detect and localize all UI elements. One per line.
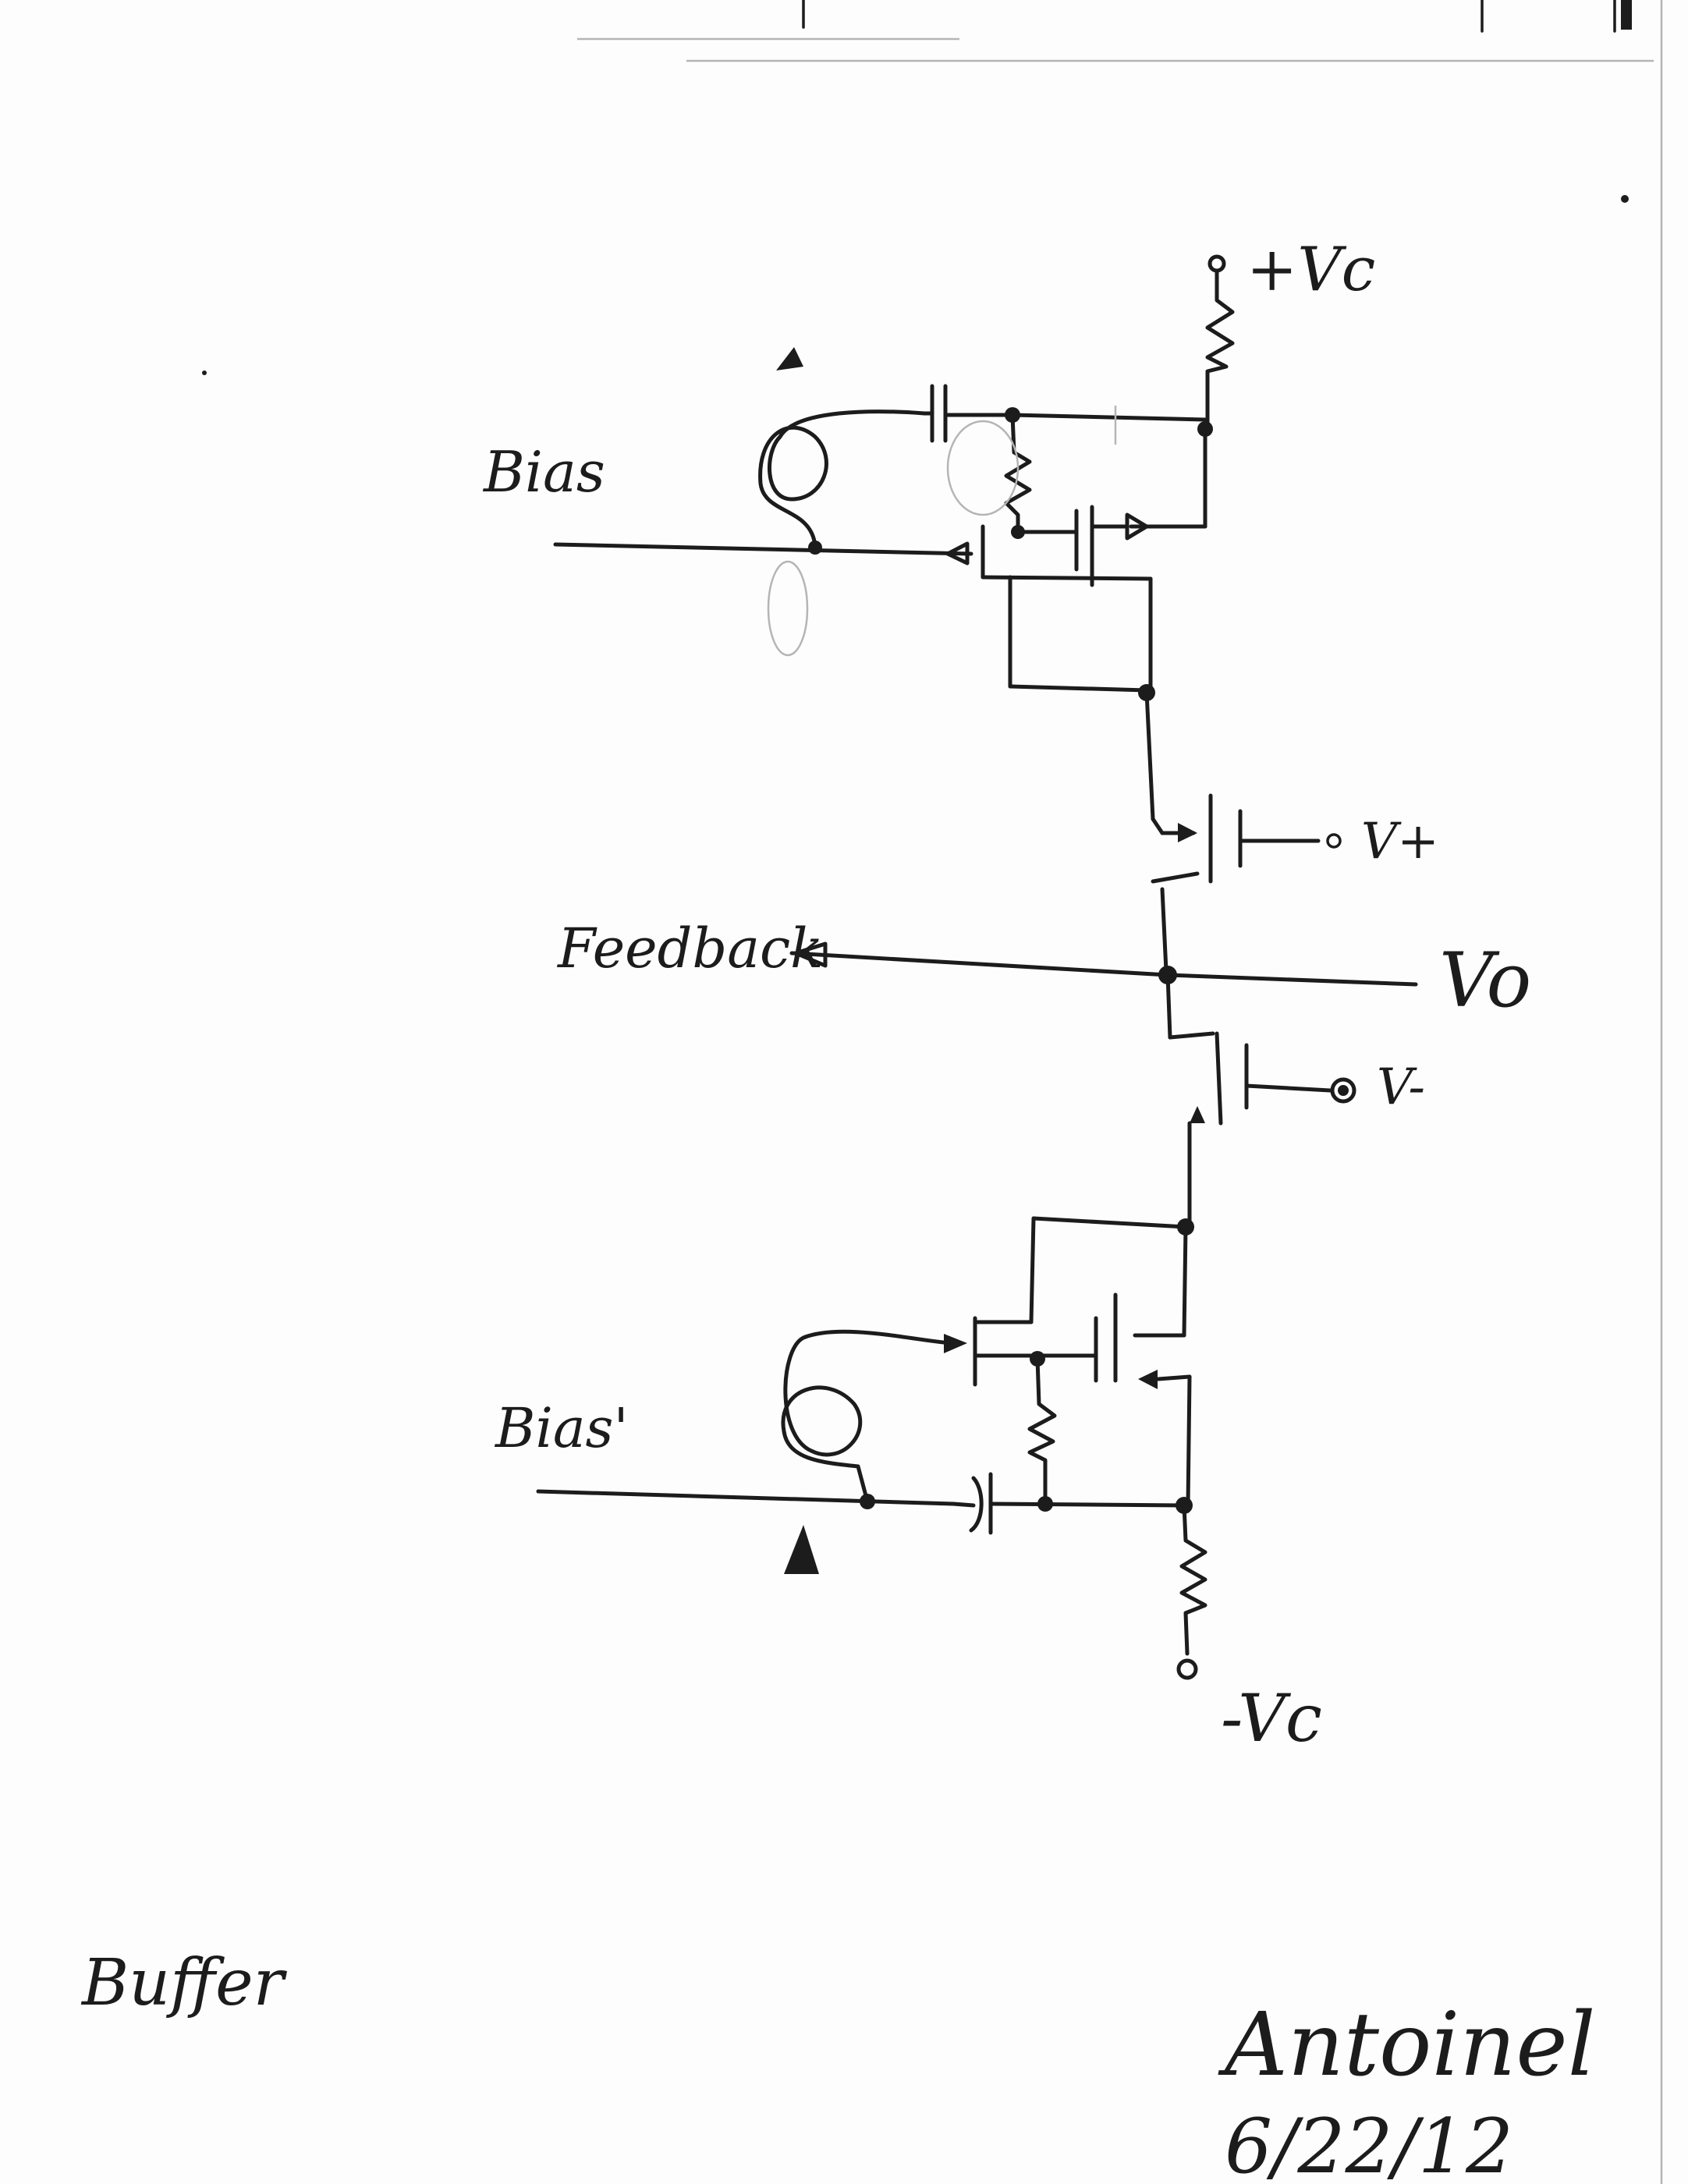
top-resistor <box>1205 268 1235 427</box>
caption-buffer: Buffer <box>80 1946 288 2020</box>
signature-date: 6/22/12 <box>1225 2103 1513 2184</box>
pos-supply-terminal <box>1207 254 1226 273</box>
top-mosfet <box>981 505 1155 821</box>
bias-bottom-label: Bias' <box>494 1396 629 1460</box>
output-line <box>1165 973 1418 987</box>
bottom-resistor <box>1179 1503 1207 1656</box>
neg-supply-label: -Vc <box>1221 1680 1322 1757</box>
top-bias-network <box>553 347 1032 657</box>
v-minus-label: V- <box>1377 1058 1425 1116</box>
neg-supply-terminal <box>1176 1658 1198 1680</box>
output-label: Vo <box>1439 937 1531 1024</box>
bottom-supply-section <box>1176 1503 1207 1680</box>
v-plus-label: V+ <box>1361 813 1439 870</box>
top-supply-section <box>1005 254 1235 541</box>
signature: Antoinel <box>1218 1994 1596 2096</box>
feedback-path <box>789 941 1170 977</box>
triangle-marker-bottom <box>784 1525 819 1574</box>
triangle-marker-top <box>776 347 803 370</box>
scan-artifacts <box>202 0 1663 2184</box>
bottom-bias-network <box>536 1329 1186 1574</box>
feedback-label: Feedback <box>556 916 824 980</box>
labels: +Vc Bias V+ Feedback Vo V- Bias' -Vc Buf… <box>80 235 1596 2184</box>
pos-supply-label: +Vc <box>1246 235 1375 305</box>
bottom-mosfet <box>973 1216 1193 1514</box>
bias-top-label: Bias <box>482 439 605 505</box>
